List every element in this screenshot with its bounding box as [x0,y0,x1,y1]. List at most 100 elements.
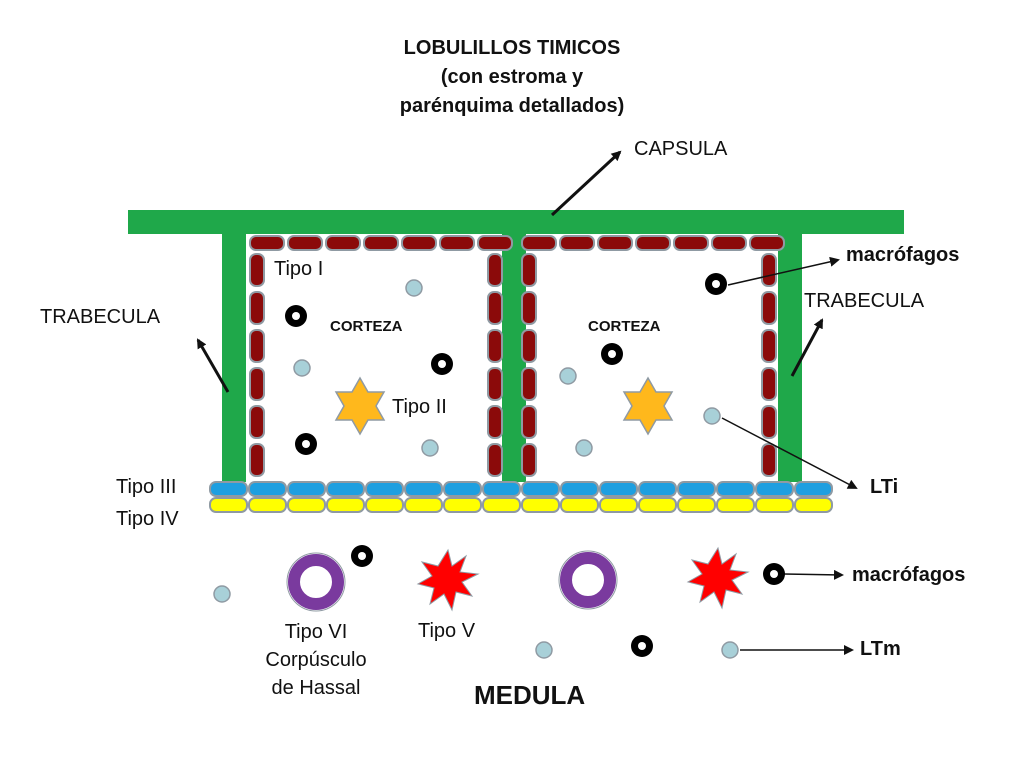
type4-cell [326,497,365,513]
epithelial-cell [521,405,537,439]
macrophages [285,273,785,657]
type4-cell [560,497,599,513]
hassal-corpuscle-outline [286,552,346,612]
type3-type4-bands [209,481,833,513]
epithelial-cell [521,253,537,287]
tipo6-line3: de Hassal [271,677,361,699]
type4-cell [443,497,482,513]
epithelial-cell [249,367,265,401]
epithelial-cell [249,443,265,477]
type3-cell [365,481,404,497]
trabecula-right-bar [778,222,802,482]
type4-cell [404,497,443,513]
type3-cell [560,481,599,497]
macrophage-nucleus [302,440,310,448]
type5-cells [416,546,750,612]
epithelial-cell [249,235,285,251]
epithelial-cell [521,367,537,401]
title-line2: (con estroma y [440,66,584,88]
title-line3: parénquima detallados) [399,95,625,117]
type4-cell [287,497,326,513]
type4-cell [755,497,794,513]
type3-cell [443,481,482,497]
epithelial-cell [597,235,633,251]
epithelial-cell [749,235,785,251]
tipo1-label: Tipo I [274,258,324,280]
tipo6-line1: Tipo VI [284,621,348,643]
macrofagos-bottom-label: macrófagos [852,564,966,586]
hassal-corpuscle [560,552,616,608]
type4-cell [248,497,287,513]
macrophage-nucleus [292,312,300,320]
type4-cell [716,497,755,513]
lymphocyte [575,439,593,457]
epithelial-cell [249,253,265,287]
epithelial-cell [761,367,777,401]
lymphocyte [721,641,739,659]
title-line1: LOBULILLOS TIMICOS [403,37,621,59]
epithelial-cell [521,329,537,363]
macrofagos-top-arrow [727,256,840,286]
type3-cell [209,481,248,497]
macrophage-nucleus [438,360,446,368]
macrophage-nucleus [608,350,616,358]
type3-cell [677,481,716,497]
epithelial-cell [363,235,399,251]
corteza-right-label: CORTEZA [588,318,661,335]
epithelial-cell [487,367,503,401]
type2-cells [334,376,674,436]
type1-epithelial-lining [249,235,785,477]
capsula-label: CAPSULA [634,138,728,160]
epithelial-cell [673,235,709,251]
epithelial-cell [761,443,777,477]
epithelial-cell [521,443,537,477]
epithelial-cell [477,235,513,251]
type4-cell [677,497,716,513]
epithelial-cell [761,291,777,325]
trabecula-left-arrow [196,338,230,393]
trabecula-right-label: TRABECULA [804,290,925,312]
epithelial-cell [439,235,475,251]
lymphocytes [213,279,739,659]
epithelial-cell [249,291,265,325]
epithelial-cell [487,443,503,477]
type3-cell [638,481,677,497]
epithelial-cell [761,253,777,287]
type4-cell [209,497,248,513]
lymphocyte [213,585,231,603]
epithelial-cell [249,405,265,439]
epithelial-cell [559,235,595,251]
type3-cell [404,481,443,497]
epithelial-cell [635,235,671,251]
diagram-title: LOBULILLOS TIMICOS (con estroma y parénq… [312,34,712,121]
macrophage-nucleus [358,552,366,560]
epithelial-cell [761,405,777,439]
epithelial-cell [487,329,503,363]
tipo5-label: Tipo V [418,620,476,642]
type3-cell [326,481,365,497]
type3-cell [599,481,638,497]
macrophage-nucleus [770,570,778,578]
epithelial-cell [487,291,503,325]
corteza-left-label: CORTEZA [330,318,403,335]
type3-cell [716,481,755,497]
epithelial-cell [521,235,557,251]
hassal-corpuscle-outline [558,550,618,610]
tipo2-label: Tipo II [392,396,447,418]
type4-cell [794,497,833,513]
lymphocyte [535,641,553,659]
macrophage-nucleus [638,642,646,650]
type3-cell [248,481,287,497]
type4-cell [365,497,404,513]
type2-star [622,376,674,436]
macrofagos-top-label: macrófagos [846,244,960,266]
type3-cell [794,481,833,497]
arrows [196,150,858,655]
trabecula-left-bar [222,222,246,482]
medula-label: MEDULA [474,680,586,710]
epithelial-cell [487,253,503,287]
type4-cell [521,497,560,513]
epithelial-cell [325,235,361,251]
type3-cell [521,481,560,497]
